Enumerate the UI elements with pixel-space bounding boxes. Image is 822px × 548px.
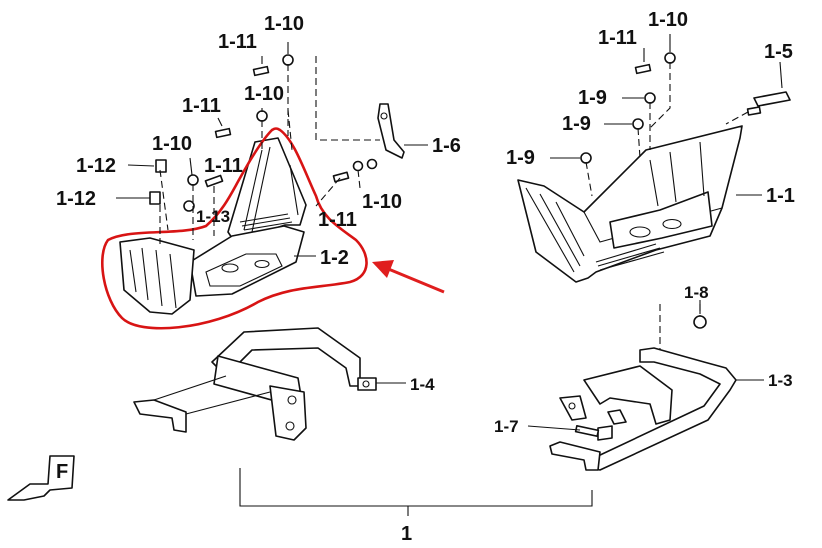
label-1-6: 1-6 (432, 135, 461, 157)
label-1-12-b: 1-12 (56, 188, 96, 210)
label-r-1-11: 1-11 (598, 27, 637, 49)
label-1-10-right: 1-10 (362, 191, 402, 213)
callout-labels: 1-10 1-11 1-10 1-11 1-10 1-12 1-12 1-11 … (56, 9, 795, 545)
label-1-11-low: 1-11 (204, 155, 243, 177)
label-1-8: 1-8 (684, 283, 709, 302)
label-1-9-a: 1-9 (578, 87, 607, 109)
leader-lines (116, 34, 783, 516)
label-1-9-c: 1-9 (506, 147, 535, 169)
highlight-arrow (372, 260, 445, 294)
left-assembly-lines (159, 56, 380, 244)
label-r-1-10: 1-10 (648, 9, 688, 31)
label-1-2: 1-2 (320, 247, 349, 269)
right-footrest-pan (517, 125, 743, 283)
label-1-5: 1-5 (764, 41, 793, 63)
label-1-3: 1-3 (768, 371, 793, 390)
label-1-13: 1-13 (196, 207, 230, 226)
label-1-11-mid: 1-11 (182, 95, 221, 117)
label-1-10-mid: 1-10 (244, 83, 284, 105)
left-footrest-pan (119, 137, 307, 315)
label-1-11-right: 1-11 (318, 209, 357, 231)
label-1-1: 1-1 (766, 185, 795, 207)
front-letter: F (56, 461, 68, 483)
highlight-outline (101, 127, 368, 330)
label-group-1: 1 (401, 523, 412, 545)
label-1-10-low: 1-10 (152, 133, 192, 155)
label-1-12-a: 1-12 (76, 155, 116, 177)
front-direction-icon: F (7, 455, 75, 501)
left-fasteners (149, 54, 405, 212)
label-1-11-top: 1-11 (218, 31, 257, 53)
label-1-10-top: 1-10 (264, 13, 304, 35)
label-1-4: 1-4 (410, 375, 435, 394)
left-mounting-frame (133, 327, 377, 441)
label-1-7: 1-7 (494, 417, 519, 436)
right-mounting-frame (549, 347, 737, 471)
label-1-9-b: 1-9 (562, 113, 591, 135)
